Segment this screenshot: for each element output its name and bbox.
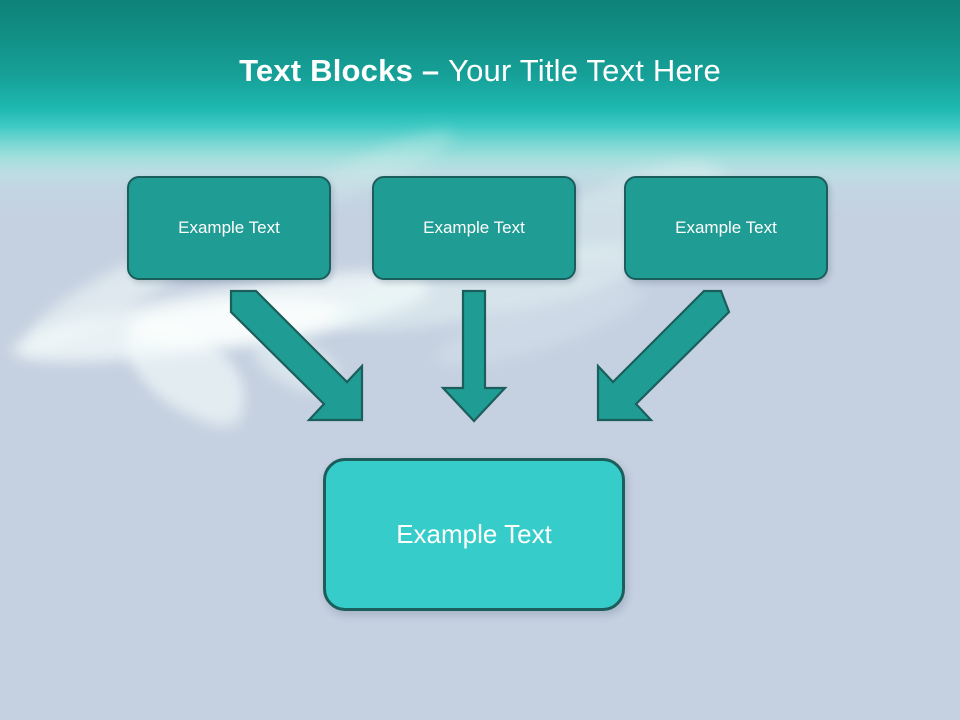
top-box-2-label: Example Text (423, 218, 525, 237)
page-title-strong: Text Blocks – (239, 53, 449, 88)
top-box-1-label: Example Text (178, 218, 280, 237)
top-box-1[interactable]: Example Text (127, 176, 331, 280)
top-box-2[interactable]: Example Text (372, 176, 576, 280)
bottom-box[interactable]: Example Text (323, 458, 625, 611)
bottom-box-label: Example Text (396, 519, 552, 549)
page-title-light: Your Title Text Here (448, 53, 721, 88)
top-box-3-label: Example Text (675, 218, 777, 237)
page-title: Text Blocks – Your Title Text Here (0, 52, 960, 90)
top-box-3[interactable]: Example Text (624, 176, 828, 280)
